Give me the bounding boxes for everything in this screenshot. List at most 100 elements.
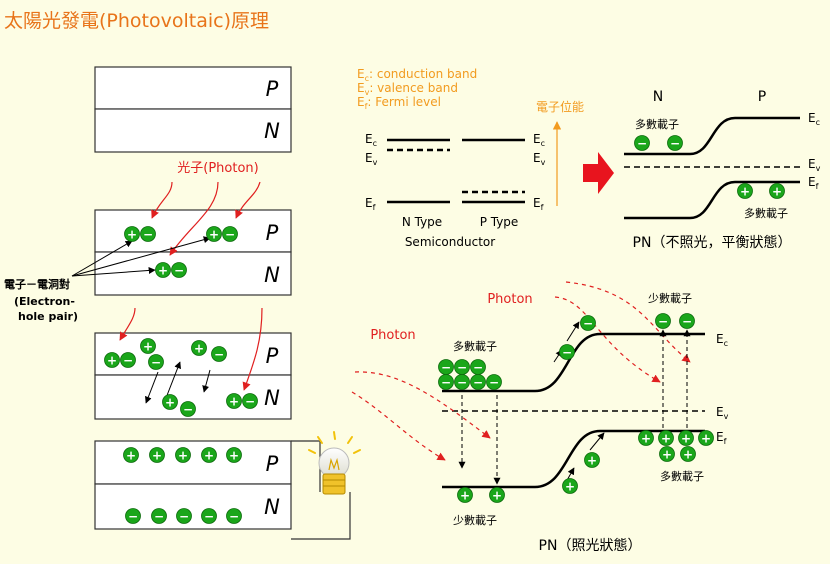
pair-pointer <box>71 240 133 277</box>
p-layer <box>94 66 292 110</box>
electron-carrier: − <box>211 346 227 362</box>
electron-carrier: − <box>559 344 575 360</box>
stack-1 <box>94 66 292 153</box>
svg-text:−: − <box>658 315 668 329</box>
svg-text:−: − <box>229 510 239 524</box>
stack-2 <box>94 209 292 296</box>
carrier-arrow <box>202 369 211 393</box>
ec-label: Ec <box>808 111 820 127</box>
drift-arrow <box>566 321 580 342</box>
svg-text:+: + <box>565 480 575 494</box>
svg-text:−: − <box>245 395 255 409</box>
svg-text:+: + <box>772 185 782 199</box>
svg-text:+: + <box>460 489 470 503</box>
electron-carrier: − <box>470 374 486 390</box>
pair-label: 電子－電洞對 <box>4 277 70 291</box>
light-bulb-icon <box>308 431 361 495</box>
n-type-label: N Type <box>402 215 442 229</box>
svg-text:−: − <box>637 137 647 151</box>
svg-text:−: − <box>179 510 189 524</box>
svg-text:−: − <box>154 510 164 524</box>
electron-carrier: − <box>125 508 141 524</box>
electron-carrier: − <box>454 374 470 390</box>
pn-light-caption: PN（照光狀態） <box>539 538 642 554</box>
big-arrow-icon <box>583 152 614 194</box>
pn-light-valence-band <box>442 429 705 489</box>
electron-carrier: − <box>140 226 156 242</box>
electron-carrier: − <box>242 393 258 409</box>
wire <box>291 492 351 540</box>
n-layer <box>94 251 292 296</box>
svg-text:+: + <box>681 432 691 446</box>
hole-carrier: + <box>658 430 674 446</box>
majority-carrier-label: 多數載子 <box>660 469 704 483</box>
svg-text:−: − <box>128 510 138 524</box>
svg-text:+: + <box>662 448 672 462</box>
p-label: P <box>266 221 279 245</box>
hole-carrier: + <box>123 447 139 463</box>
minority-carrier-label: 少數載子 <box>453 514 497 527</box>
n-label: N <box>264 119 280 143</box>
svg-text:+: + <box>158 264 168 278</box>
hole-carrier: + <box>678 430 694 446</box>
p-label: P <box>266 452 279 476</box>
pn-dark-valence-band <box>624 180 800 220</box>
ec-label: Ec <box>533 132 545 148</box>
hole-carrier: + <box>659 446 675 462</box>
photon-arrow <box>235 181 261 219</box>
electron-carrier: − <box>580 315 596 331</box>
electron-carrier: − <box>151 508 167 524</box>
ev-label: Ev <box>808 157 821 173</box>
svg-text:−: − <box>214 348 224 362</box>
pair-label-en: (Electron- <box>14 295 75 308</box>
hole-carrier: + <box>140 338 156 354</box>
semiconductor-label: Semiconductor <box>405 235 495 249</box>
svg-text:+: + <box>740 185 750 199</box>
svg-text:−: − <box>174 264 184 278</box>
svg-text:−: − <box>151 356 161 370</box>
ev-label: Ev <box>533 151 546 167</box>
svg-text:−: − <box>225 228 235 242</box>
pair-pointer <box>71 266 156 277</box>
photon-label: Photon <box>487 292 532 307</box>
n-label: N <box>264 263 280 287</box>
svg-text:Ef: Fermi level: Ef: Fermi level <box>357 95 441 111</box>
hole-carrier: + <box>226 447 242 463</box>
majority-carrier-label: 多數載子 <box>744 206 788 220</box>
photon-arrow <box>151 181 173 219</box>
hole-carrier: + <box>584 452 600 468</box>
page-title: 太陽光發電(Photovoltaic)原理 <box>4 10 269 32</box>
hole-carrier: + <box>638 430 654 446</box>
n-label: N <box>264 386 280 410</box>
ef-label: Ef <box>533 196 544 212</box>
p-label: P <box>266 344 279 368</box>
electron-carrier: − <box>171 262 187 278</box>
photon-label: 光子(Photon) <box>177 161 258 176</box>
pn-light-conduction-band <box>442 332 705 393</box>
p-type-label: P Type <box>480 215 519 229</box>
electron-carrier: − <box>438 359 454 375</box>
hole-carrier: + <box>155 262 171 278</box>
electron-carrier: − <box>148 354 164 370</box>
hole-carrier: + <box>201 447 217 463</box>
svg-text:Ec: conduction band: Ec: conduction band <box>357 67 477 83</box>
svg-text:−: − <box>473 361 483 375</box>
electron-carrier: − <box>176 508 192 524</box>
hole-carrier: + <box>149 447 165 463</box>
svg-text:+: + <box>229 449 239 463</box>
left-carriers: +−+−+−+−+−+−+−+−+++++−−−−− <box>104 226 258 524</box>
svg-text:−: − <box>123 354 133 368</box>
svg-text:+: + <box>165 396 175 410</box>
electron-carrier: − <box>226 508 242 524</box>
photon-arrow <box>554 296 661 383</box>
svg-text:+: + <box>204 449 214 463</box>
hole-carrier: + <box>124 226 140 242</box>
ec-label: Ec <box>365 132 377 148</box>
hole-carrier: + <box>737 183 753 199</box>
majority-carrier-label: 多數載子 <box>635 117 679 131</box>
hole-carrier: + <box>162 394 178 410</box>
svg-text:−: − <box>489 376 499 390</box>
hole-carrier: + <box>226 393 242 409</box>
svg-text:−: − <box>583 317 593 331</box>
